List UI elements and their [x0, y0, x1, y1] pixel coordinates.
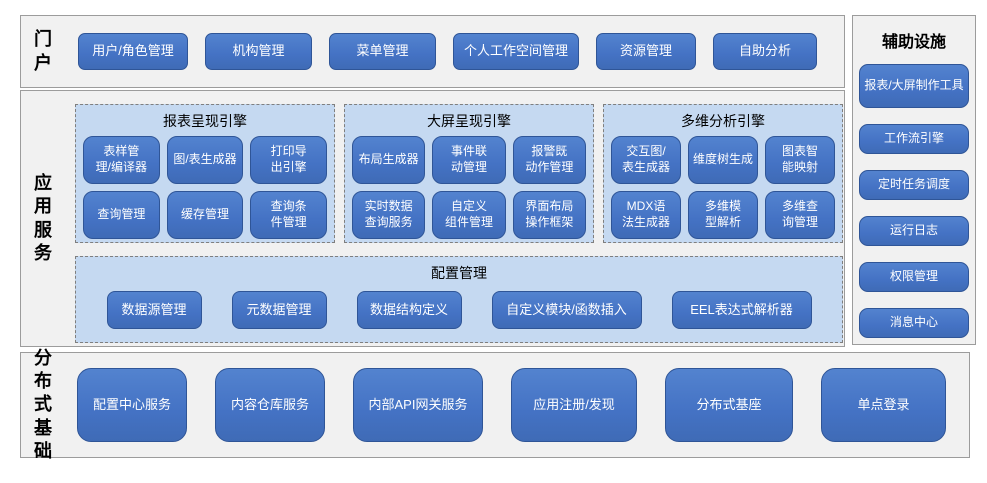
panel-report-engine-title: 报表呈现引擎: [163, 113, 247, 129]
portal-section-label: 门户: [34, 29, 52, 73]
panel-report-engine: 报表呈现引擎 表样管理/编译器 图/表生成器 打印导出引擎 查询管理 缓存管理 …: [75, 104, 335, 243]
node-template-mgmt-compiler: 表样管理/编译器: [83, 136, 160, 184]
node-chart-table-generator: 图/表生成器: [166, 136, 244, 184]
panel-screen-engine-title: 大屏呈现引擎: [427, 113, 511, 129]
distributed-foundation-row: 配置中心服务 内容仓库服务 内部API网关服务 应用注册/发现 分布式基座 单点…: [65, 368, 969, 442]
auxiliary-section: 辅助设施 报表/大屏制作工具 工作流引擎 定时任务调度 运行日志 权限管理 消息…: [852, 15, 976, 345]
node-distributed-base: 分布式基座: [665, 368, 793, 442]
node-sso: 单点登录: [821, 368, 946, 442]
node-task-scheduler: 定时任务调度: [859, 170, 969, 200]
panel-config-mgmt-row: 数据源管理 元数据管理 数据结构定义 自定义模块/函数插入 EEL表达式解析器: [76, 288, 842, 329]
panel-olap-engine-grid: 交互图/表生成器 维度树生成 图表智能映射 MDX语法生成器 多维模型解析 多维…: [611, 136, 835, 239]
node-data-structure-def: 数据结构定义: [356, 291, 462, 329]
node-org-mgmt: 机构管理: [205, 33, 312, 70]
node-datasource-mgmt: 数据源管理: [106, 291, 202, 329]
node-multidim-model-parse: 多维模型解析: [688, 191, 758, 239]
node-dimension-tree-gen: 维度树生成: [688, 136, 758, 184]
node-self-analysis: 自助分析: [713, 33, 817, 70]
node-multidim-query-mgmt: 多维查询管理: [765, 191, 835, 239]
node-workspace-mgmt: 个人工作空间管理: [453, 33, 579, 70]
node-app-register-discovery: 应用注册/发现: [511, 368, 637, 442]
node-layout-generator: 布局生成器: [352, 136, 426, 184]
panel-olap-engine-title: 多维分析引擎: [681, 113, 765, 129]
node-ui-layout-framework: 界面布局操作框架: [512, 191, 586, 239]
distributed-foundation-section: 分布式基础 配置中心服务 内容仓库服务 内部API网关服务 应用注册/发现 分布…: [20, 348, 970, 461]
panel-report-engine-grid: 表样管理/编译器 图/表生成器 打印导出引擎 查询管理 缓存管理 查询条件管理: [83, 136, 327, 239]
node-internal-api-gateway: 内部API网关服务: [353, 368, 483, 442]
node-workflow-engine: 工作流引擎: [859, 124, 969, 154]
panel-olap-engine: 多维分析引擎 交互图/表生成器 维度树生成 图表智能映射 MDX语法生成器 多维…: [603, 104, 843, 243]
portal-section: 门户 用户/角色管理 机构管理 菜单管理 个人工作空间管理 资源管理 自助分析: [20, 15, 845, 88]
node-run-log: 运行日志: [859, 216, 969, 246]
node-alarm-action-mgmt: 报警既动作管理: [512, 136, 586, 184]
node-menu-mgmt: 菜单管理: [329, 33, 436, 70]
node-eel-expression-parser: EEL表达式解析器: [671, 291, 812, 329]
node-interactive-chart-generator: 交互图/表生成器: [611, 136, 681, 184]
node-user-role-mgmt: 用户/角色管理: [78, 33, 188, 70]
node-query-condition-mgmt: 查询条件管理: [250, 191, 327, 239]
node-content-repo-service: 内容仓库服务: [215, 368, 325, 442]
node-metadata-mgmt: 元数据管理: [231, 291, 327, 329]
portal-row: 用户/角色管理 机构管理 菜单管理 个人工作空间管理 资源管理 自助分析: [65, 33, 844, 70]
engine-panels-row: 报表呈现引擎 表样管理/编译器 图/表生成器 打印导出引擎 查询管理 缓存管理 …: [75, 104, 844, 243]
node-permission-mgmt: 权限管理: [859, 262, 969, 292]
app-services-section-label: 应用服务: [34, 173, 52, 263]
node-report-screen-tool: 报表/大屏制作工具: [859, 64, 969, 108]
node-message-center: 消息中心: [859, 308, 969, 338]
node-cache-mgmt: 缓存管理: [166, 191, 244, 239]
panel-screen-engine: 大屏呈现引擎 布局生成器 事件联动管理 报警既动作管理 实时数据查询服务 自定义…: [344, 104, 594, 243]
panel-screen-engine-grid: 布局生成器 事件联动管理 报警既动作管理 实时数据查询服务 自定义组件管理 界面…: [352, 136, 586, 239]
app-services-content: 报表呈现引擎 表样管理/编译器 图/表生成器 打印导出引擎 查询管理 缓存管理 …: [65, 91, 844, 346]
node-resource-mgmt: 资源管理: [596, 33, 696, 70]
node-chart-smart-mapping: 图表智能映射: [765, 136, 835, 184]
app-services-section: 应用服务 报表呈现引擎 表样管理/编译器 图/表生成器 打印导出引擎 查询管理 …: [20, 90, 845, 347]
node-custom-module-function: 自定义模块/函数插入: [491, 291, 642, 329]
node-event-linkage-mgmt: 事件联动管理: [432, 136, 506, 184]
node-query-mgmt: 查询管理: [83, 191, 160, 239]
node-config-center-service: 配置中心服务: [77, 368, 187, 442]
node-print-export-engine: 打印导出引擎: [250, 136, 327, 184]
panel-config-mgmt-title: 配置管理: [431, 265, 487, 281]
panel-config-mgmt: 配置管理 数据源管理 元数据管理 数据结构定义 自定义模块/函数插入 EEL表达…: [75, 256, 843, 343]
node-realtime-data-query: 实时数据查询服务: [352, 191, 426, 239]
auxiliary-section-title: 辅助设施: [881, 34, 946, 51]
node-mdx-generator: MDX语法生成器: [611, 191, 681, 239]
distributed-foundation-label: 分布式基础: [34, 348, 52, 461]
node-custom-component-mgmt: 自定义组件管理: [432, 191, 506, 239]
